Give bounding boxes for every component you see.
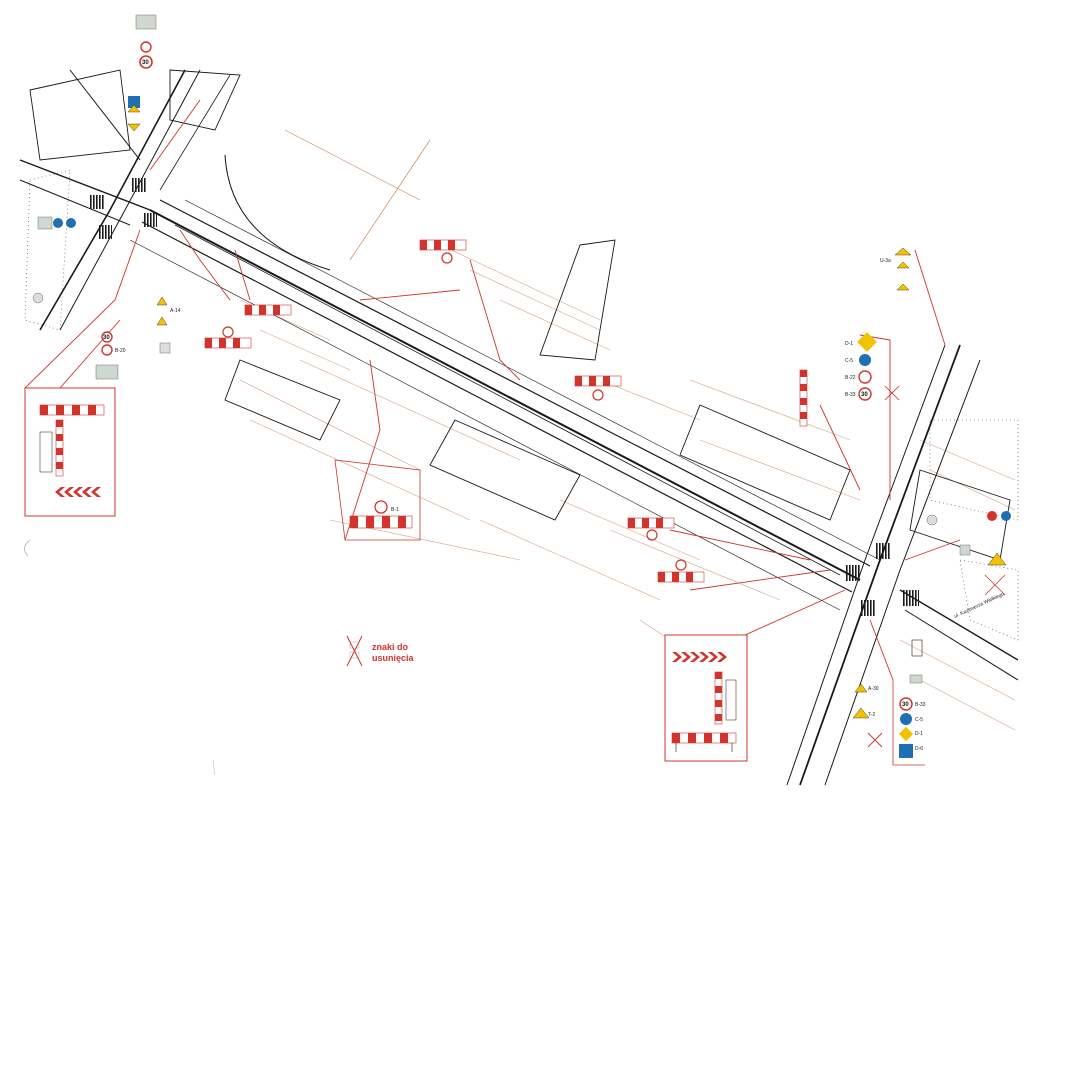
sign-cluster-bottom-right: 30 B-33 C-5 D-1 D-6 A-30 T-2 [852,639,926,766]
green-areas [24,169,1019,641]
sign-cluster-left-mid: 30 B-20 A-14 [32,216,181,380]
barrier-b1-group-5 [627,517,675,541]
vertical-barrier-right [799,369,808,427]
barrier-board-vertical [55,419,64,477]
dead-end-sign-icon [899,744,913,758]
warning-sign-icon [987,552,1007,566]
barrier-board-bottom-right [671,732,737,752]
legend: znaki do usunięcia [346,635,415,667]
c5-label: C-5 [845,358,853,364]
barrier-b1-group-2 [574,375,622,401]
speed-limit-value-3: 30 [861,392,868,398]
left-cross-road [19,69,231,331]
sign-cluster-right-mid [926,511,1011,596]
warning-sign-icon [127,104,141,113]
b20-label: B-20 [115,348,126,354]
d1-label-2: D-1 [915,731,923,737]
prohibition-sign-icon [32,292,44,304]
no-entry-sign-icon [101,344,113,356]
street-name: ul. Kazimierza Wielkiego [953,591,1005,620]
warning-sign-icon [894,247,912,256]
remove-sign-mark [984,574,1006,596]
b33-label-2: B-33 [915,702,926,708]
warning-sign-icon [156,296,168,306]
utility-line-2 [349,139,431,261]
d1-label: D-1 [845,341,853,347]
legend-line-1: znaki do [372,642,409,652]
mandatory-direction-sign-icon [859,354,871,366]
b1-sign-icon [374,500,388,514]
barrier-b1-group-1 [419,239,467,264]
prohibition-sign-icon [926,514,938,526]
b33-label: B-33 [845,392,856,398]
warning-sign-icon [156,316,168,326]
callout-leaders [24,99,961,681]
mandatory-direction-sign-icon [1001,511,1011,521]
speed-limit-sign-icon [101,331,113,343]
c5-label-2: C-5 [915,717,923,723]
remove-mark-icon [346,635,363,667]
stop-sign-icon [987,511,997,521]
b1-sign-icon [646,529,658,541]
remove-sign-mark [884,385,900,401]
barrier-board-vertical-right [714,671,723,725]
b1-label: B-1 [391,507,399,513]
speed-limit-value-2: 30 [103,335,110,341]
priority-road-sign-icon [857,332,877,352]
main-road [129,199,881,611]
scan-mark-2 [212,759,216,776]
a14-label: A-14 [170,308,181,314]
warning-sign-icon [896,283,910,291]
survey-linework [239,239,1016,731]
t2-label: T-2 [868,712,875,718]
remove-sign-mark [867,732,883,748]
info-sign-icon [128,96,140,108]
callout-box-left [24,387,116,517]
barrier-board-top [39,404,105,416]
speed-limit-sign-icon [858,387,872,401]
chevron-board-left [55,487,101,497]
callout-box-right [664,634,748,762]
no-entry-sign-icon [140,41,152,53]
mandatory-direction-sign-icon [66,218,76,228]
chevron-board-right [672,652,727,662]
speed-limit-value: 30 [142,60,149,66]
b1-sign-icon [675,559,687,571]
b1-sign-icon [222,326,234,338]
speed-limit-sign-icon [899,697,913,711]
u3a-label: U-3a [880,258,891,264]
sign-cluster-top-left: 30 [127,14,157,132]
d6-label: D-6 [915,746,923,752]
speed-limit-value-4: 30 [902,702,909,708]
pedestrian-crossings [90,178,919,616]
barrier-b1-group-4: B-1 [334,459,421,541]
priority-road-sign-icon [898,726,914,742]
park-path [224,154,331,271]
mandatory-direction-sign-icon [53,218,63,228]
a30-label: A-30 [868,686,879,692]
buildings [29,69,1011,561]
b1-sign-icon [441,252,453,264]
warning-sign-icon [852,707,870,719]
scan-mark [24,539,31,557]
utility-line [284,129,421,201]
b1-sign-icon [592,389,604,401]
legend-line-2: usunięcia [372,653,415,663]
barrier-b1-group-6 [657,559,705,583]
warning-sign-icon [896,261,910,269]
warning-sign-icon [854,683,868,693]
no-entry-sign-icon [858,370,872,384]
right-cross-road [786,344,1019,786]
mandatory-direction-sign-icon [900,713,912,725]
sign-cluster-top-right: U-3a 30 C-5 B-22 B-33 D-1 [845,247,912,401]
yield-sign-icon [127,123,141,132]
b22-label: B-22 [845,375,856,381]
barrier-b1-group-3 [204,304,292,349]
speed-limit-sign-icon [139,55,153,69]
